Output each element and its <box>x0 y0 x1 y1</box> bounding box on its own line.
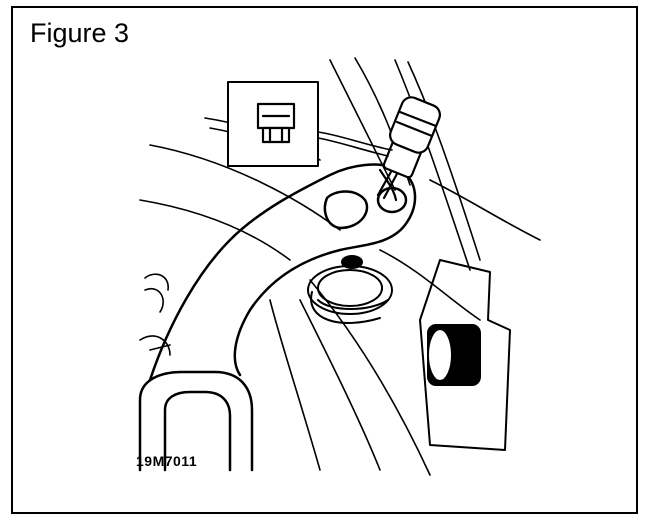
lead-wire <box>318 132 392 156</box>
wishbone-arm-icon <box>140 165 415 470</box>
figure-frame <box>11 6 638 514</box>
part-number-label: 19M7011 <box>136 453 198 469</box>
probe-tool-icon <box>378 94 443 200</box>
shock-mount <box>308 256 392 323</box>
fuse-icon <box>258 104 294 142</box>
figure-title: Figure 3 <box>30 18 130 48</box>
right-bracket <box>420 260 510 450</box>
left-components <box>140 274 170 355</box>
fuse-inset <box>228 82 318 166</box>
